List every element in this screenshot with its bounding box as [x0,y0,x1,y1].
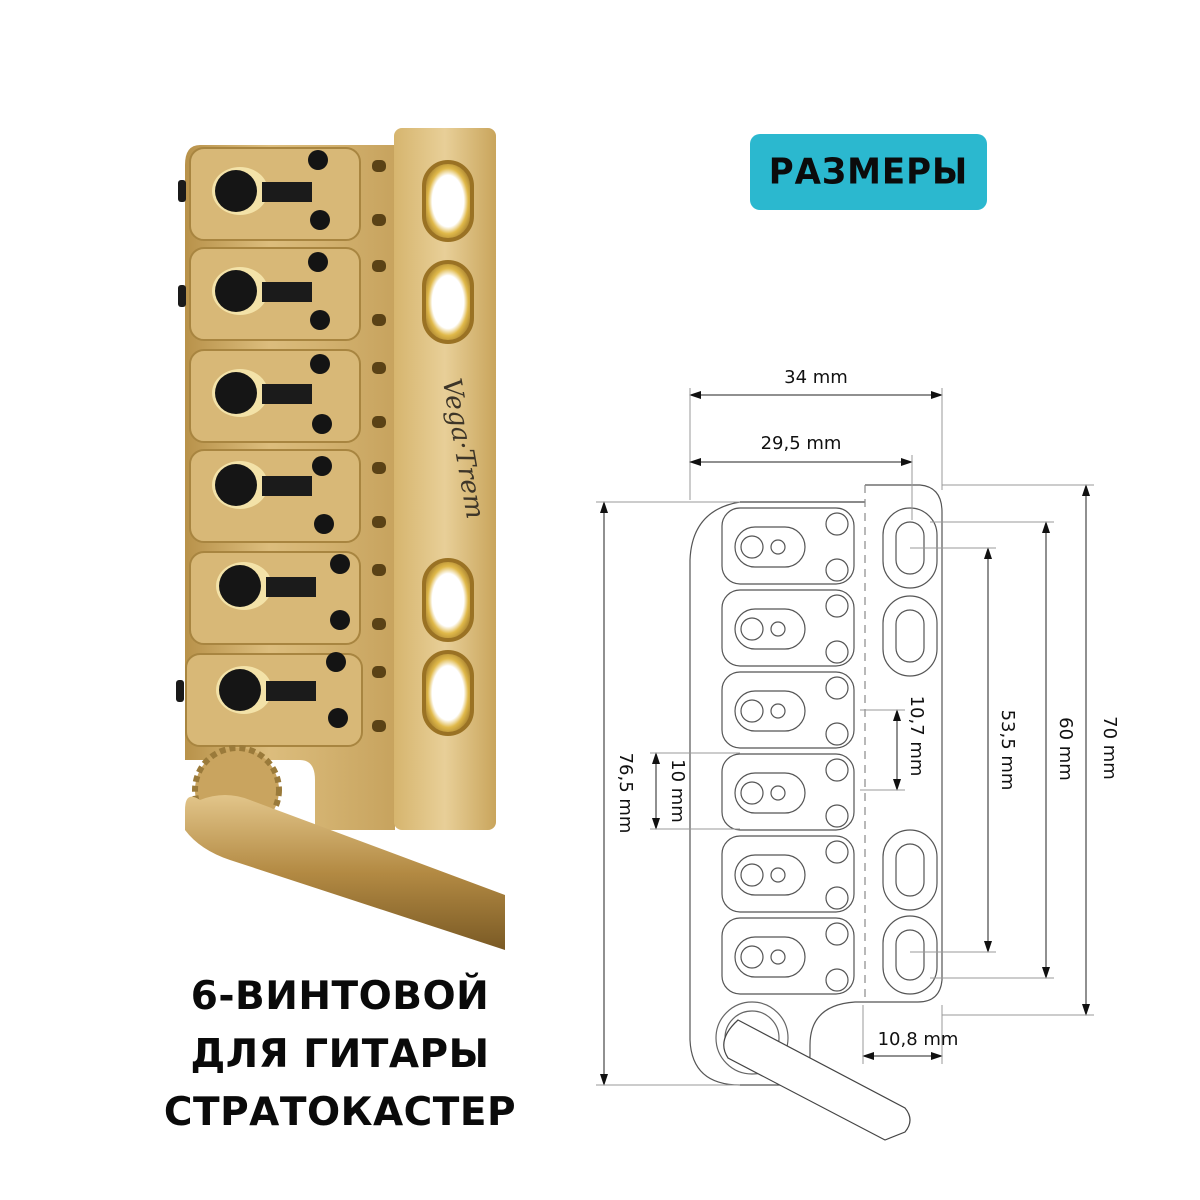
product-caption: 6-ВИНТОВОЙ ДЛЯ ГИТАРЫ СТРАТОКАСТЕР [140,968,540,1142]
dim-overall-width: 34 mm [784,367,848,388]
dimensions-badge-label: РАЗМЕРЫ [768,151,969,193]
tremolo-bridge-photo: Vega·Trem [176,128,505,950]
caption-line-3: СТРАТОКАСТЕР [163,1090,517,1135]
caption-line-2: ДЛЯ ГИТАРЫ [190,1032,490,1077]
dim-screw-gap: 10,7 mm [906,696,927,777]
side-screws [176,180,186,702]
dim-saddle-width: 29,5 mm [761,433,842,454]
saddles [185,147,386,747]
dimensions-badge: РАЗМЕРЫ [750,134,987,210]
dim-inner-screw-span: 53,5 mm [997,710,1018,791]
dim-plate-length: 70 mm [1099,716,1120,780]
mount-holes [422,160,474,736]
caption-line-1: 6-ВИНТОВОЙ [190,974,490,1019]
tremolo-arm [185,795,505,950]
dim-string-spacing: 10 mm [667,759,688,823]
dim-overall-length: 76,5 mm [615,753,636,834]
dim-outer-screw-span: 60 mm [1055,717,1076,781]
dim-plate-width: 10,8 mm [878,1029,959,1050]
